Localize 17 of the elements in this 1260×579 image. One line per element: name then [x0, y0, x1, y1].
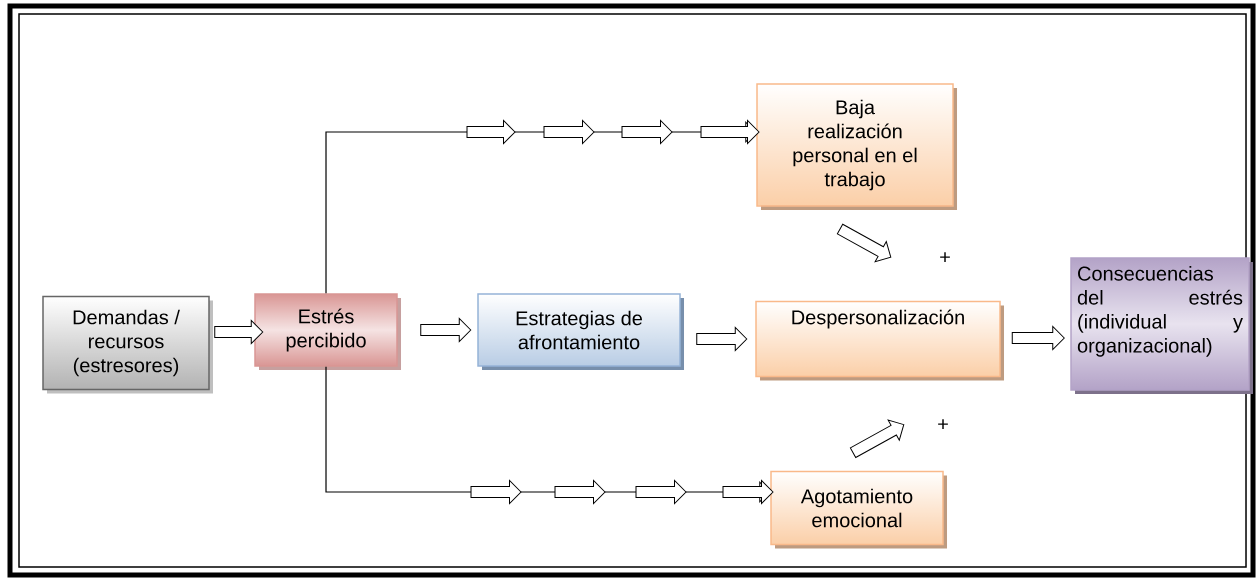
plus-sign: + [940, 252, 950, 262]
arrow [325, 366, 774, 504]
arrow [1011, 326, 1065, 350]
process-box: Agotamiento emocional [770, 470, 947, 549]
process-box: Consecuencias del estrés (individual y organizacional) [1070, 257, 1253, 394]
process-box: Demandas / recursos (estresores) [42, 295, 213, 394]
process-box: Baja realización personal en el trabajo [756, 83, 957, 210]
arrow [849, 419, 905, 459]
arrow [420, 318, 472, 342]
arrow [836, 223, 892, 263]
arrow [696, 327, 748, 351]
process-box: Estrés percibido [254, 293, 401, 370]
arrow [214, 320, 264, 344]
process-box: Estrategias de afrontamiento [477, 293, 684, 370]
arrow [325, 120, 760, 294]
process-box: Despersonalización [755, 300, 1004, 381]
plus-sign: + [938, 419, 948, 429]
